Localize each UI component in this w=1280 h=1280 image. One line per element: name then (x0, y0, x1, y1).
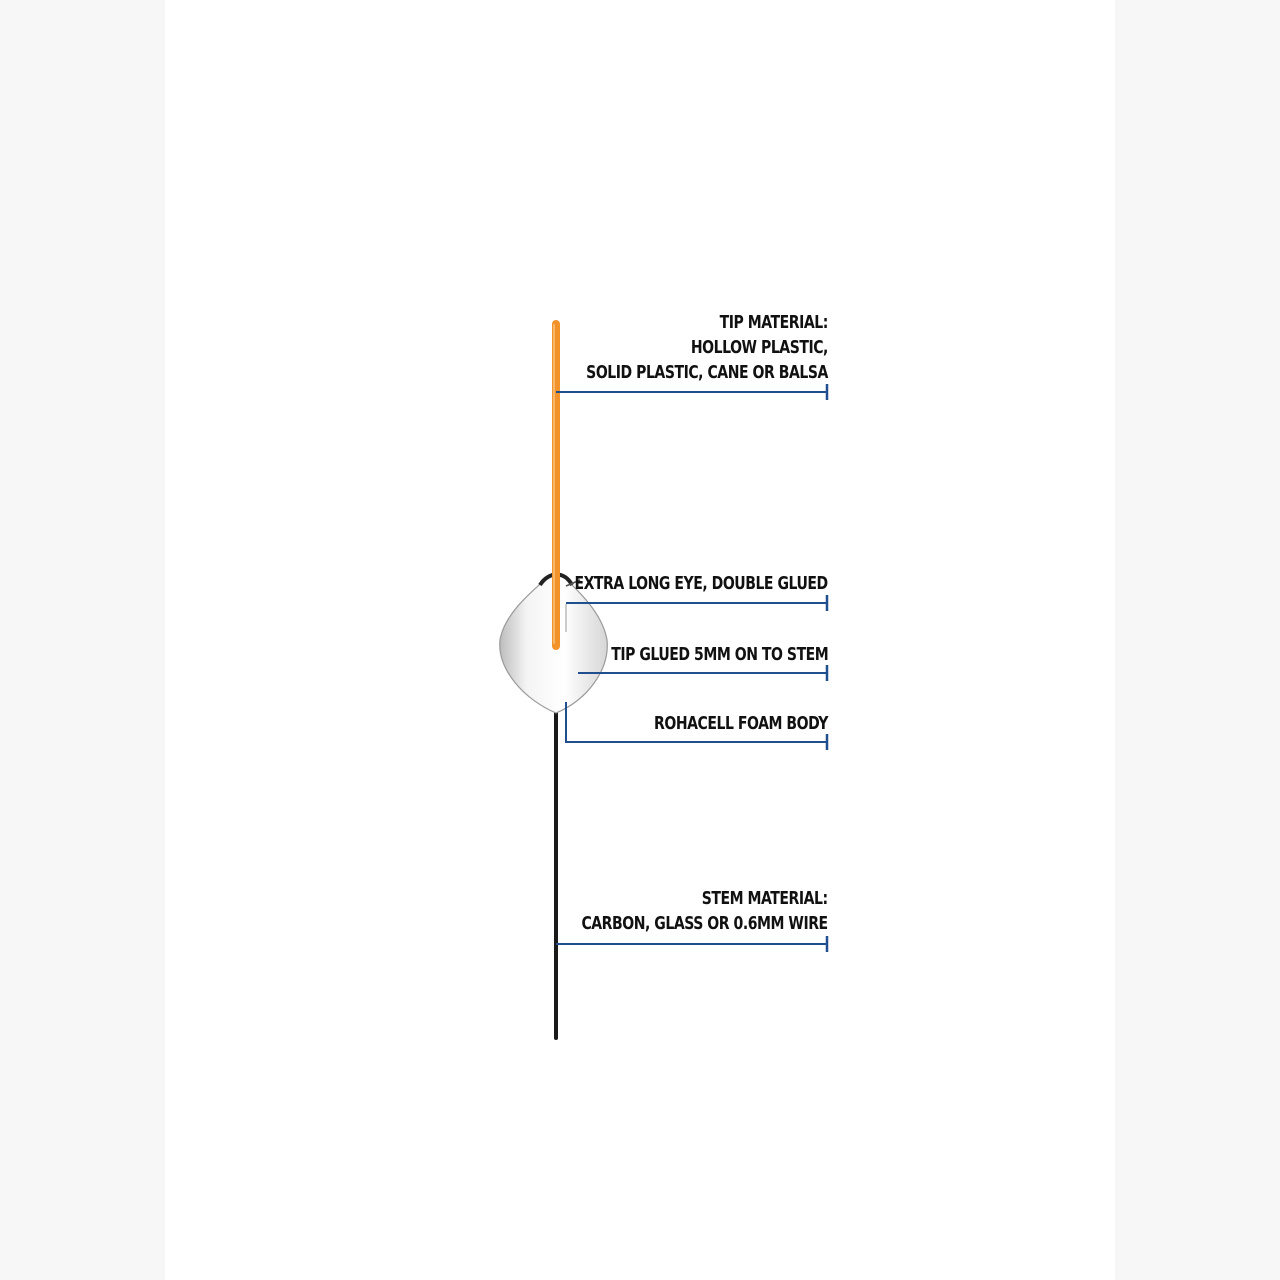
left-margin-band (0, 0, 165, 1280)
leader-tip-material (556, 384, 829, 400)
callout-line: HOLLOW PLASTIC, (690, 337, 828, 358)
callout-stem-material: STEM MATERIAL: CARBON, GLASS OR 0.6MM WI… (581, 886, 829, 936)
leader-stem-material (556, 936, 829, 952)
float-tip-highlight (553, 324, 555, 644)
right-margin-band (1115, 0, 1280, 1280)
callout-line: CARBON, GLASS OR 0.6MM WIRE (581, 913, 829, 934)
callout-line: EXTRA LONG EYE, DOUBLE GLUED (574, 573, 829, 594)
leader-body (565, 702, 829, 750)
eye-wire (565, 579, 581, 587)
callout-tip-material: TIP MATERIAL: HOLLOW PLASTIC, SOLID PLAS… (586, 310, 828, 385)
leader-tip-glued (578, 665, 829, 681)
leader-eye (566, 595, 829, 611)
callout-body: ROHACELL FOAM BODY (654, 711, 828, 736)
callout-line: STEM MATERIAL: (702, 888, 828, 909)
callout-line: TIP GLUED 5MM ON TO STEM (610, 644, 829, 665)
callout-tip-glued: TIP GLUED 5MM ON TO STEM (610, 642, 829, 667)
callout-line: TIP MATERIAL: (719, 312, 829, 333)
callout-line: ROHACELL FOAM BODY (654, 713, 828, 734)
callout-line: SOLID PLASTIC, CANE OR BALSA (586, 362, 828, 383)
callout-eye: EXTRA LONG EYE, DOUBLE GLUED (574, 571, 829, 596)
